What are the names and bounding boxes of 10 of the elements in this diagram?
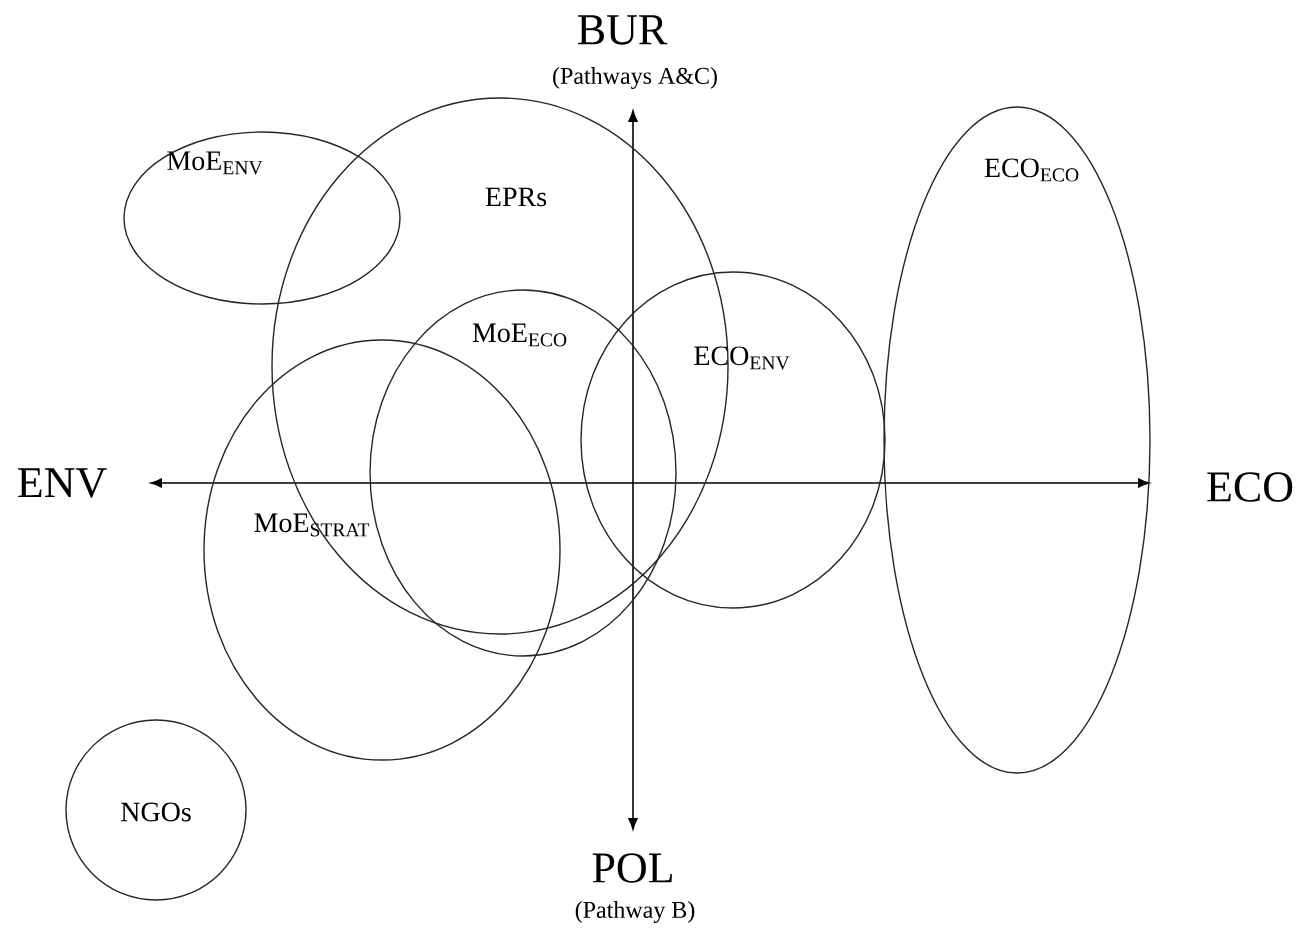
- axis-label: (Pathway B): [575, 901, 695, 923]
- axis-label: ECO: [1207, 472, 1293, 502]
- ellipse-label: MoE$_{ECO}$: [472, 323, 567, 347]
- axis-label: ENV: [18, 468, 107, 498]
- ellipse-label: MoE$_{ENV}$: [167, 151, 263, 175]
- axis-label: POL: [592, 853, 672, 883]
- ellipse-label: NGOs: [121, 802, 191, 822]
- ellipse-label: EPRs: [485, 187, 547, 207]
- ellipse-label: ECO$_{ECO}$: [984, 158, 1079, 182]
- axis-label: BUR: [578, 15, 668, 45]
